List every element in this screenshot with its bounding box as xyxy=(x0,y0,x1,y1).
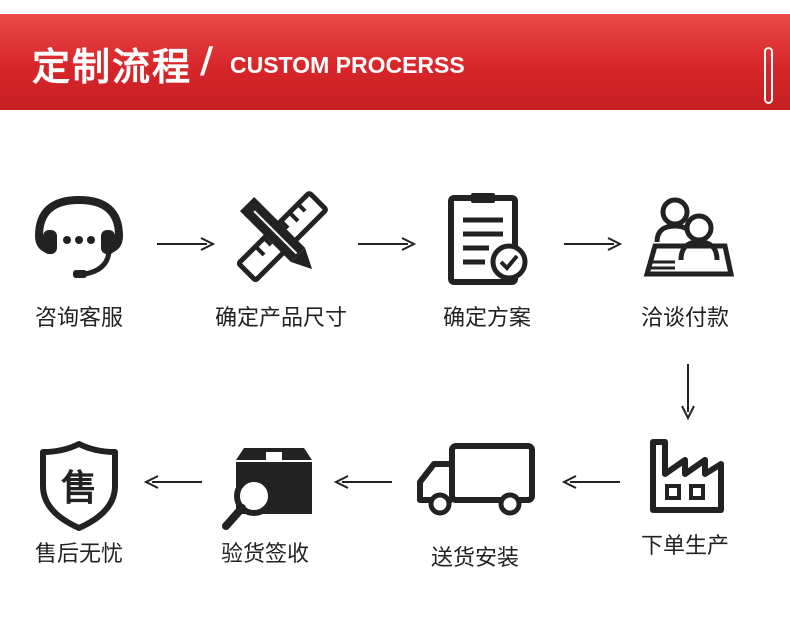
meeting-people-icon xyxy=(643,197,735,277)
step-consult-label: 咨询客服 xyxy=(34,306,123,331)
step-consult: 咨询客服 xyxy=(4,190,154,332)
arrow-right-icon xyxy=(157,237,215,251)
step-confirm-plan-label: 确定方案 xyxy=(442,306,531,331)
page-subtitle: CUSTOM PROCERSS xyxy=(230,52,465,78)
step-delivery-label: 送货安装 xyxy=(430,546,519,571)
shield-glyph: 售 xyxy=(61,468,97,509)
shield-icon: 售 xyxy=(40,441,118,531)
step-inspection-label: 验货签收 xyxy=(220,542,309,567)
step-after-sales-label: 售后无忧 xyxy=(34,542,123,567)
arrow-right-icon xyxy=(564,237,622,251)
step-delivery: 送货安装 xyxy=(400,440,550,572)
step-production: 下单生产 xyxy=(610,434,760,560)
page-title: 定制流程 xyxy=(32,45,193,89)
step-production-label: 下单生产 xyxy=(640,534,729,559)
banner-pill-decoration xyxy=(764,47,773,104)
clipboard-check-icon xyxy=(448,193,528,285)
arrow-right-icon xyxy=(358,237,416,251)
step-inspection: 验货签收 xyxy=(190,440,340,568)
arrow-left-icon xyxy=(144,475,202,489)
arrow-left-icon xyxy=(562,475,620,489)
arrow-down-icon xyxy=(681,364,695,420)
step-negotiate-payment-label: 洽谈付款 xyxy=(640,306,729,331)
arrow-left-icon xyxy=(334,475,392,489)
title-separator: / xyxy=(200,40,214,81)
header-banner: 定制流程 / CUSTOM PROCERSS xyxy=(0,14,790,110)
step-after-sales: 售 售后无忧 xyxy=(4,440,154,568)
step-confirm-size-label: 确定产品尺寸 xyxy=(214,306,347,331)
pencil-ruler-icon xyxy=(236,191,328,283)
step-negotiate-payment: 洽谈付款 xyxy=(610,190,760,332)
truck-icon xyxy=(417,443,535,516)
step-confirm-plan: 确定方案 xyxy=(412,190,562,332)
headset-icon xyxy=(34,195,124,278)
step-confirm-size: 确定产品尺寸 xyxy=(206,190,356,332)
factory-icon xyxy=(650,439,724,513)
box-magnifier-icon xyxy=(222,448,312,530)
